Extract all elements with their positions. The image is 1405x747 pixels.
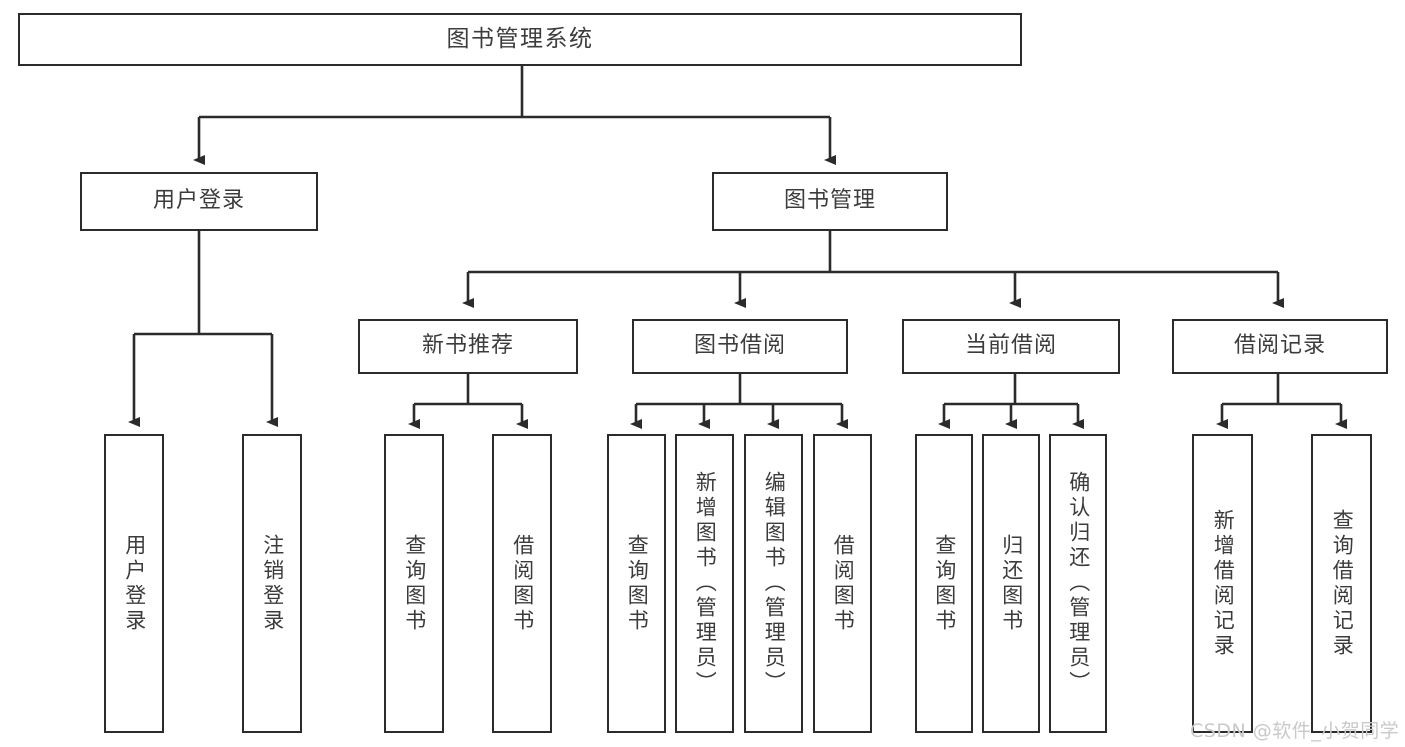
node-borrow-record[interactable]: 借阅记录	[1172, 319, 1388, 374]
leaf-confirm-return-admin[interactable]: 确认归还（管理员）	[1049, 434, 1107, 733]
node-label: 新书推荐	[421, 333, 514, 359]
node-label: 用户登录	[122, 533, 147, 634]
node-label: 查询图书	[625, 533, 650, 634]
node-label: 查询图书	[932, 533, 957, 634]
node-label: 用户登录	[152, 188, 245, 214]
leaf-borrow-book-recommend[interactable]: 借阅图书	[492, 434, 552, 733]
leaf-add-book-admin[interactable]: 新增图书（管理员）	[675, 434, 734, 733]
node-label: 编辑图书（管理员）	[762, 471, 787, 696]
leaf-query-book-borrow[interactable]: 查询图书	[607, 434, 666, 733]
node-current-borrow[interactable]: 当前借阅	[902, 319, 1120, 374]
node-root-system[interactable]: 图书管理系统	[18, 13, 1022, 66]
node-label: 借阅图书	[831, 533, 856, 634]
node-label: 图书管理	[783, 188, 876, 214]
node-user-login[interactable]: 用户登录	[80, 172, 318, 231]
node-label: 查询借阅记录	[1330, 508, 1355, 659]
node-label: 图书借阅	[693, 333, 786, 359]
node-book-management[interactable]: 图书管理	[712, 172, 948, 231]
leaf-query-borrow-record[interactable]: 查询借阅记录	[1311, 434, 1372, 733]
node-new-book-recommend[interactable]: 新书推荐	[358, 319, 578, 374]
leaf-user-login[interactable]: 用户登录	[104, 434, 164, 733]
node-label: 借阅记录	[1233, 333, 1326, 359]
leaf-logout[interactable]: 注销登录	[242, 434, 302, 733]
node-label: 新增借阅记录	[1211, 508, 1236, 659]
node-label: 新增图书（管理员）	[693, 471, 718, 696]
node-label: 图书管理系统	[446, 25, 594, 52]
leaf-edit-book-admin[interactable]: 编辑图书（管理员）	[744, 434, 803, 733]
node-book-borrow[interactable]: 图书借阅	[632, 319, 848, 374]
leaf-return-book[interactable]: 归还图书	[982, 434, 1040, 733]
leaf-borrow-book[interactable]: 借阅图书	[813, 434, 872, 733]
node-label: 查询图书	[402, 533, 427, 634]
node-label: 当前借阅	[964, 333, 1057, 359]
node-label: 借阅图书	[510, 533, 535, 634]
node-label: 归还图书	[999, 533, 1024, 634]
leaf-add-borrow-record[interactable]: 新增借阅记录	[1192, 434, 1253, 733]
csdn-watermark: CSDN @软件_小贺同学	[1190, 720, 1400, 742]
node-label: 确认归还（管理员）	[1066, 471, 1091, 696]
node-label: 注销登录	[260, 533, 285, 634]
leaf-query-book-recommend[interactable]: 查询图书	[384, 434, 444, 733]
leaf-query-book-current[interactable]: 查询图书	[915, 434, 973, 733]
